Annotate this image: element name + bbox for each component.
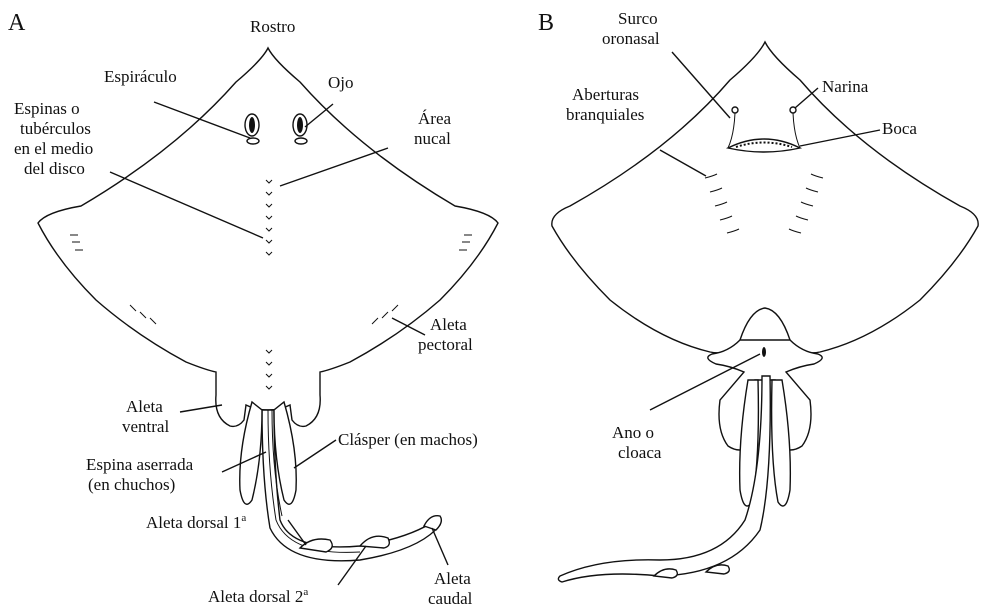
- label-surco-2: oronasal: [602, 29, 660, 48]
- nostril-left: [732, 107, 738, 113]
- label-dorsal-1: Aleta dorsal 1a: [146, 512, 246, 532]
- label-aberturas-2: branquiales: [566, 105, 644, 124]
- label-caudal-1: Aleta: [434, 569, 471, 588]
- label-espinas-1: Espinas o: [14, 99, 80, 118]
- panel-a: A: [8, 10, 498, 608]
- cloaca: [762, 347, 766, 357]
- ray-a-disc: [38, 48, 498, 426]
- panel-b: B: [538, 9, 978, 582]
- label-ano-2: cloaca: [618, 443, 662, 462]
- label-espina-2: (en chuchos): [88, 475, 175, 494]
- label-rostro: Rostro: [250, 17, 295, 36]
- label-ventral-1: Aleta: [126, 397, 163, 416]
- label-espinas-4: del disco: [24, 159, 85, 178]
- label-boca: Boca: [882, 119, 917, 138]
- label-espiraculo: Espiráculo: [104, 67, 177, 86]
- label-surco-1: Surco: [618, 9, 658, 28]
- label-area-2: nucal: [414, 129, 451, 148]
- label-aberturas-1: Aberturas: [572, 85, 639, 104]
- label-pectoral-1: Aleta: [430, 315, 467, 334]
- pupil-right: [297, 117, 303, 133]
- pupil-left: [249, 117, 255, 133]
- dorsal-fin-2: [360, 536, 389, 548]
- panel-a-letter: A: [8, 10, 26, 36]
- label-ventral-2: ventral: [122, 417, 169, 436]
- label-dorsal-2: Aleta dorsal 2a: [208, 586, 308, 606]
- label-pectoral-2: pectoral: [418, 335, 473, 354]
- label-caudal-2: caudal: [428, 589, 473, 608]
- label-ojo: Ojo: [328, 73, 354, 92]
- panel-b-letter: B: [538, 10, 554, 36]
- label-area-1: Área: [418, 109, 451, 128]
- label-ano-1: Ano o: [612, 423, 654, 442]
- spiracle-right: [295, 138, 307, 144]
- label-narina: Narina: [822, 77, 869, 96]
- label-espina-1: Espina aserrada: [86, 455, 194, 474]
- spiracle-left: [247, 138, 259, 144]
- label-espinas-2: tubérculos: [20, 119, 91, 138]
- label-clasper: Clásper (en machos): [338, 430, 478, 449]
- label-espinas-3: en el medio: [14, 139, 93, 158]
